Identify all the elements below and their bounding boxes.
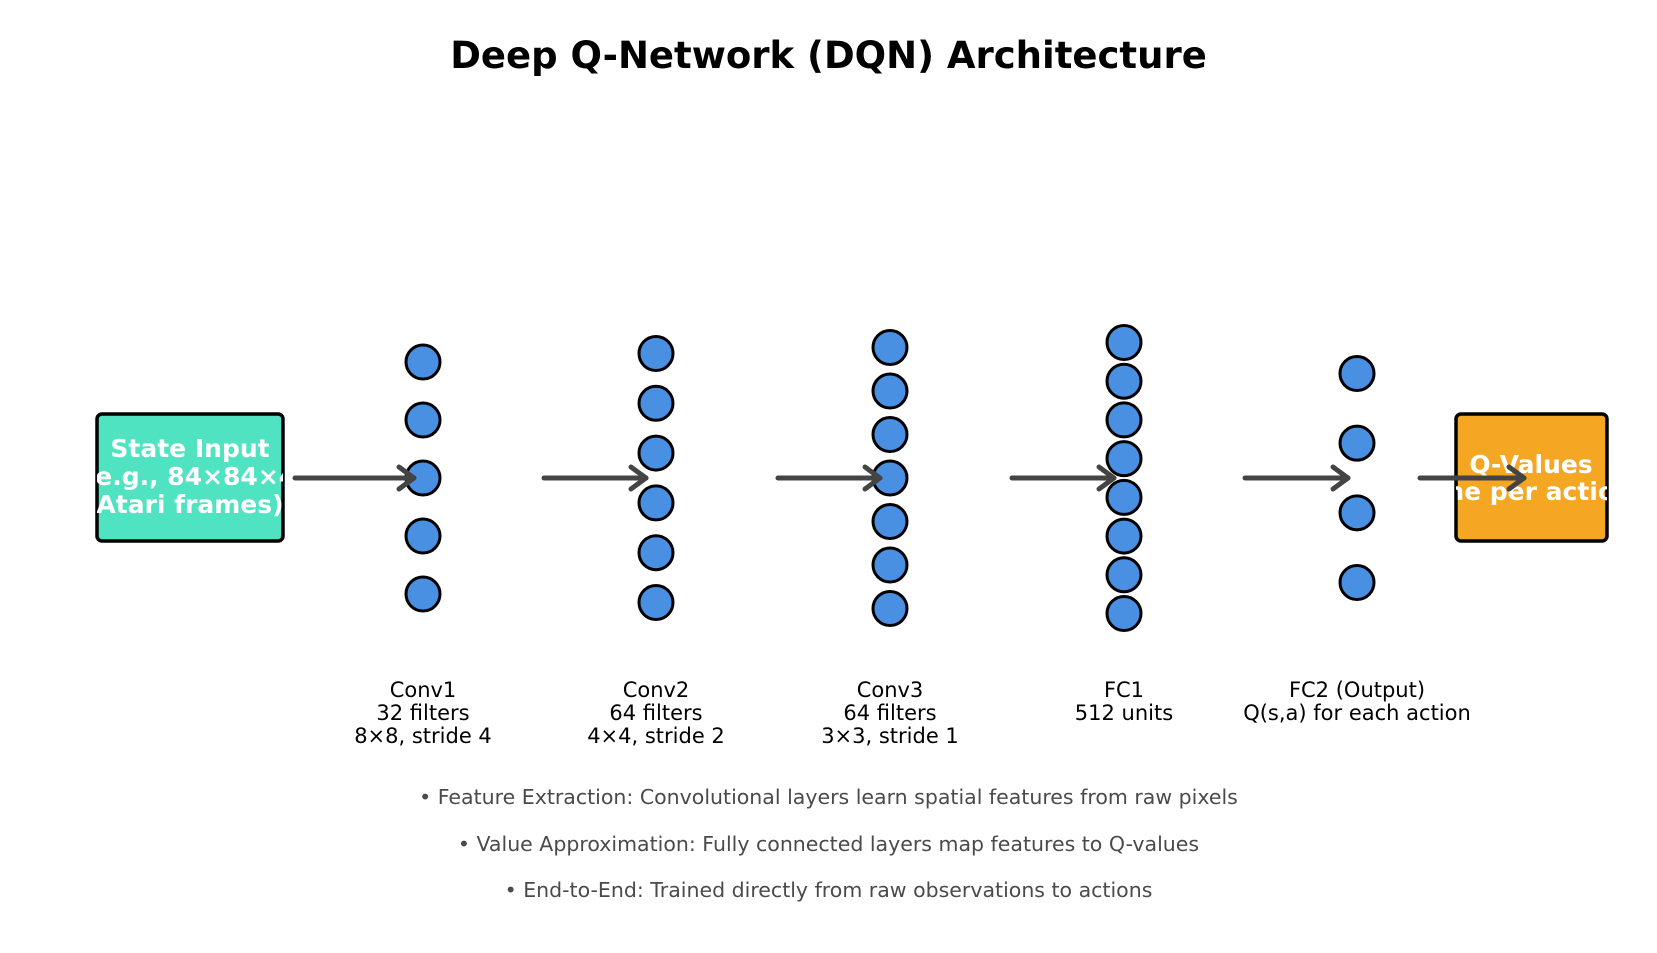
neuron <box>1105 517 1143 555</box>
q-values-label: Q-Values(one per action) <box>1418 450 1645 506</box>
neuron <box>1105 478 1143 516</box>
neuron <box>637 484 675 522</box>
flow-arrow <box>541 464 649 492</box>
note-feature-extraction: • Feature Extraction: Convolutional laye… <box>419 785 1238 809</box>
neuron <box>1105 556 1143 594</box>
note-value-approximation: • Value Approximation: Fully connected l… <box>457 832 1200 856</box>
flow-arrow <box>1242 464 1351 492</box>
neuron <box>637 384 675 422</box>
neuron <box>871 590 909 627</box>
neuron <box>1105 362 1143 400</box>
neuron <box>404 401 442 439</box>
state-input-box <box>95 412 285 543</box>
neuron <box>1338 564 1376 601</box>
neuron <box>637 584 675 621</box>
layer-3-neurons <box>871 329 909 627</box>
neuron <box>871 372 909 410</box>
neuron <box>404 575 442 613</box>
neuron <box>871 416 909 453</box>
layer-5-neurons <box>1338 355 1376 601</box>
neuron <box>637 434 675 472</box>
neuron <box>637 534 675 572</box>
layer-5-label: FC2 (Output)Q(s,a) for each action <box>1243 678 1471 725</box>
note-end-to-end: • End-to-End: Trained directly from raw … <box>504 878 1153 902</box>
neuron <box>1338 355 1376 392</box>
neuron <box>1105 440 1143 478</box>
flow-arrow <box>1417 464 1527 492</box>
layer-2-neurons <box>637 335 675 621</box>
neuron <box>637 335 675 372</box>
neuron <box>871 329 909 366</box>
neuron <box>1338 494 1376 532</box>
neuron <box>871 503 909 540</box>
neuron <box>1338 424 1376 462</box>
neuron <box>871 546 909 584</box>
neuron <box>1105 324 1143 361</box>
flow-arrow <box>1009 464 1117 492</box>
flow-arrow <box>292 464 417 492</box>
neuron <box>404 517 442 555</box>
layer-4-neurons <box>1105 324 1143 632</box>
diagram-title: Deep Q-Network (DQN) Architecture <box>450 34 1207 77</box>
neuron <box>1105 595 1143 632</box>
neuron <box>404 343 442 381</box>
flow-arrow <box>775 464 883 492</box>
neuron <box>1105 401 1143 439</box>
